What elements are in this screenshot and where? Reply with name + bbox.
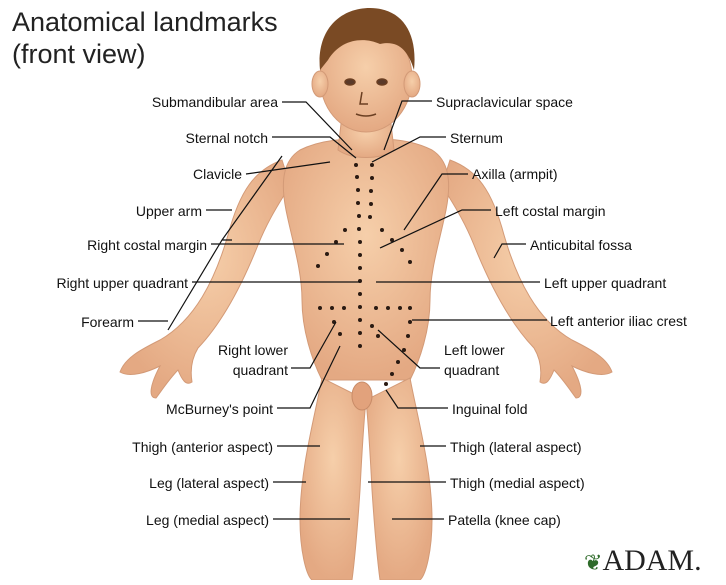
label-thigh-lateral: Thigh (lateral aspect) [450,439,582,455]
logo-text: ADAM. [602,544,701,577]
label-left-anterior-iliac-crest: Left anterior iliac crest [550,313,687,329]
label-left-lower-quadrant-line1: Left lower [444,342,505,358]
leaf-icon: ❦ [584,550,602,575]
label-axilla: Axilla (armpit) [472,166,558,182]
title-line-2: (front view) [12,38,278,70]
label-left-costal-margin: Left costal margin [495,203,606,219]
label-upper-arm: Upper arm [60,203,202,219]
label-right-lower-quadrant-line2: quadrant [160,362,288,378]
groin-shape [352,382,372,410]
label-sternum: Sternum [450,130,503,146]
title-line-1: Anatomical landmarks [12,6,278,38]
label-sternal-notch: Sternal notch [96,130,268,146]
label-leg-lateral: Leg (lateral aspect) [60,475,269,491]
label-right-costal-margin: Right costal margin [20,237,207,253]
label-inguinal-fold: Inguinal fold [452,401,528,417]
label-left-upper-quadrant: Left upper quadrant [544,275,666,291]
label-left-lower-quadrant-line2: quadrant [444,362,505,378]
label-forearm: Forearm [10,314,134,330]
label-thigh-anterior: Thigh (anterior aspect) [60,439,273,455]
label-left-lower-quadrant: Left lower quadrant [444,342,505,378]
label-submandibular-area: Submandibular area [96,94,278,110]
label-supraclavicular-space: Supraclavicular space [436,94,573,110]
label-mcburneys-point: McBurney's point [100,401,273,417]
adam-logo: ❦ADAM. [584,544,702,578]
label-right-lower-quadrant-line1: Right lower [160,342,288,358]
label-anticubital-fossa: Anticubital fossa [530,237,632,253]
label-thigh-medial: Thigh (medial aspect) [450,475,585,491]
label-patella: Patella (knee cap) [448,512,561,528]
diagram-title: Anatomical landmarks (front view) [12,6,278,70]
label-leg-medial: Leg (medial aspect) [60,512,269,528]
label-clavicle: Clavicle [96,166,242,182]
label-right-lower-quadrant: Right lower quadrant [160,342,288,378]
label-right-upper-quadrant: Right upper quadrant [4,275,188,291]
